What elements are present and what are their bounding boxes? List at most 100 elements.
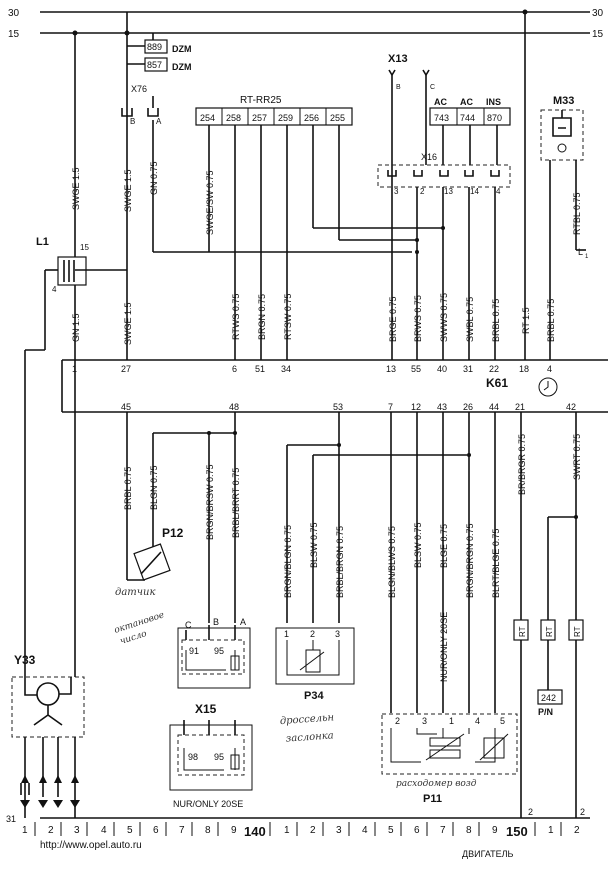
k61-pin: 18 [519,364,529,374]
p11-pin: 3 [422,716,427,726]
m33-ground-sub: 1 [585,254,589,260]
wire-label: GN 1.5 [71,313,81,342]
x16-pin: 2 [420,187,425,196]
scale-num: 6 [153,825,159,836]
k61-pin: 6 [232,364,237,374]
scale-num: 2 [310,825,316,836]
p11-pin: 5 [500,716,505,726]
wire-label: BLSW 0.75 [309,522,319,568]
wire-label: BRGN/BRGN 0.75 [465,523,475,598]
box-870: 870 [487,113,502,123]
wire-label: SWBL 0.75 [465,297,475,342]
p11-pin: 1 [449,716,454,726]
l1-coil [57,256,87,286]
box-870-tag: INS [486,97,501,107]
x15-label: X15 [195,702,217,716]
wire-label-gn075: GN 0.75 [149,161,159,195]
octane-pin: C [185,620,192,630]
relay-889-num: 889 [147,42,162,52]
rt-rr25-cell: 259 [278,113,293,123]
wire-label: BRBL/BRGN 0.75 [335,526,345,598]
p12-temperature-sensor [126,520,171,581]
m33-wire-label: RTBL 0.75 [572,192,582,235]
k61-pin: 12 [411,402,421,412]
k61-pin: 13 [386,364,396,374]
x15-num: 95 [214,752,224,762]
x16-pin: 14 [470,187,479,196]
rt-rr25-cell: 255 [330,113,345,123]
y33-label: Y33 [14,653,36,667]
rail-30-left-label: 30 [8,8,20,19]
scale-num: 1 [22,825,28,836]
scale-num: 3 [74,825,80,836]
rail-31-label: 31 [6,814,16,824]
k61-pin: 42 [566,402,576,412]
connector-242-num: 242 [541,693,556,703]
k61-pin: 44 [489,402,499,412]
rt-rr25-cell: 254 [200,113,215,123]
k61-pin: 45 [121,402,131,412]
k61-pin: 34 [281,364,291,374]
k61-clock-icon [538,377,558,397]
scale-num: 9 [231,825,237,836]
scale-num: 6 [414,825,420,836]
k61-top-wire-labels: GN 1.5 SWGE 1.5 RTWS 0.75 BRGN 0.75 RTSW… [71,293,556,345]
rt-rr25-title: RT-RR25 [240,95,282,106]
octane-plug [177,627,251,689]
m33-label: M33 [553,95,574,107]
k61-pin: 48 [229,402,239,412]
end-pin-b: 2 [580,807,585,817]
k61-top-pins: 1 27 6 51 34 13 55 40 31 22 18 4 [72,364,552,374]
scale-num: 1 [548,825,554,836]
connector-242-sub: P/N [538,707,553,717]
relay-dzm-1: DZM [172,44,192,54]
wire-label: BRBL 0.75 [123,467,133,510]
p34-note-1: дроссельн [280,712,335,727]
box-743: 743 [434,113,449,123]
scale-num: 5 [127,825,133,836]
wire-label: NUR/ONLY 20SE [439,612,449,682]
wire-label: BRWS 0.75 [413,295,423,342]
wire-label: SWRT 0.75 [572,434,582,480]
k61-control-unit [61,359,608,413]
wire-label: BRBL 0.75 [546,299,556,342]
rail-30-right-label: 30 [592,8,604,19]
wire-label-swgesw: SWGE/SW 0.75 [205,170,215,235]
wire-label: BLRT/BLGE 0.75 [491,529,501,598]
y33-distributor [11,676,85,738]
rt-connector-tags: RT RT RT [513,619,584,641]
scale-num: 8 [466,825,472,836]
lower-wire-labels: BRBL 0.75 BLGN 0.75 BRGN/BRSW 0.75 BRBL/… [123,434,582,682]
k61-pin: 43 [437,402,447,412]
footer-url: http://www.opel.auto.ru [40,840,142,851]
k61-pin: 26 [463,402,473,412]
x76-pin-b: B [130,117,135,126]
relay-857-num: 857 [147,60,162,70]
l1-pin-bottom: 4 [52,285,57,294]
box-744: 744 [460,113,475,123]
footer-caption: ДВИГАТЕЛЬ [462,849,514,859]
k61-pin: 53 [333,402,343,412]
l1-label: L1 [36,236,49,248]
wire-label: BRGN 0.75 [257,294,267,340]
wire-label: RT 1.5 [521,307,531,334]
scale-num: 2 [48,825,54,836]
x15-num: 98 [188,752,198,762]
relay-857 [144,57,168,72]
grid-scale: 1 2 3 4 5 6 7 8 9 140 1 2 3 4 5 6 7 8 9 … [22,824,580,839]
x13-label: X13 [388,53,408,65]
p11-pin: 4 [475,716,480,726]
wire-label: BRGN/BLGN 0.75 [283,525,293,598]
l1-pin-top: 15 [80,243,89,252]
relay-dzm-2: DZM [172,62,192,72]
p34-pin: 2 [310,629,315,639]
wire-label: RTWS 0.75 [231,294,241,340]
k61-pin: 22 [489,364,499,374]
end-pin-a: 2 [528,807,533,817]
box-744-tag: AC [460,97,473,107]
connector-242 [537,689,563,705]
rt-rr25-block: 254 258 257 259 256 255 [195,107,353,126]
k61-pin: 7 [388,402,393,412]
